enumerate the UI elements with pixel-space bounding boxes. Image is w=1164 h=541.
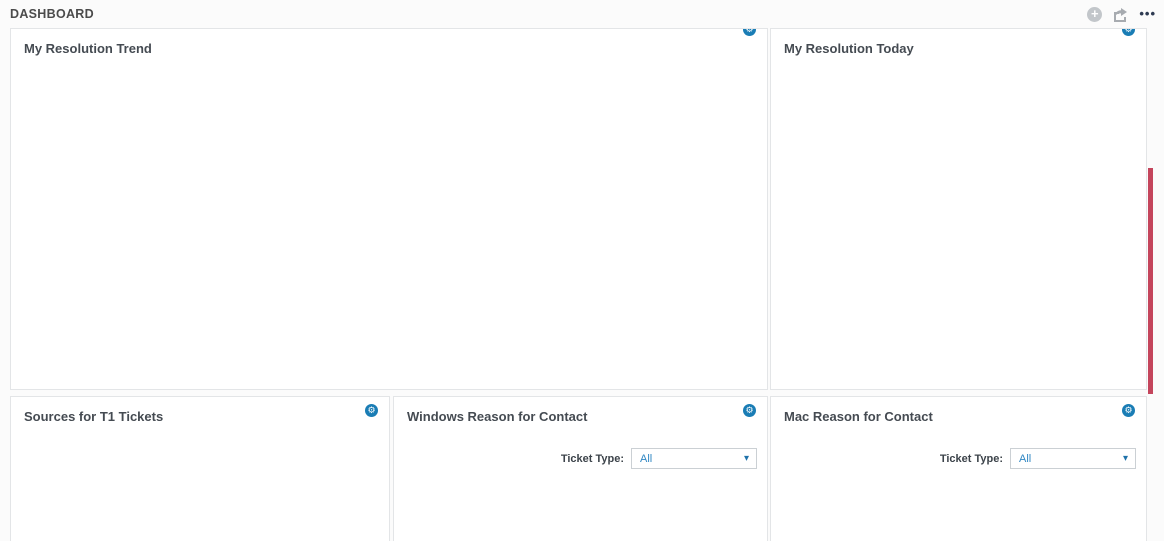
ticket-type-value: All — [640, 452, 653, 465]
widget-title: My Resolution Trend — [24, 41, 152, 56]
dashboard-header: DASHBOARD + ••• — [0, 0, 1164, 28]
ticket-type-label: Ticket Type: — [560, 452, 624, 465]
widget-title: Sources for T1 Tickets — [24, 409, 164, 424]
ticket-type-filter: Ticket Type: All ▾ — [940, 448, 1136, 469]
gear-icon[interactable]: ⚙ — [365, 404, 378, 417]
red-bar-fragment — [1148, 168, 1153, 394]
widget-title: Windows Reason for Contact — [407, 409, 588, 424]
gear-icon[interactable]: ⚙ — [743, 29, 756, 36]
gear-icon[interactable]: ⚙ — [1122, 404, 1135, 417]
page-title: DASHBOARD — [10, 7, 94, 21]
ticket-type-select[interactable]: All ▾ — [1010, 448, 1136, 469]
widget-title: Mac Reason for Contact — [784, 409, 933, 424]
ticket-type-value: All — [1019, 452, 1032, 465]
widget-my-resolution-today: My Resolution Today ⚙ — [770, 28, 1147, 390]
gear-icon[interactable]: ⚙ — [743, 404, 756, 417]
add-icon[interactable]: + — [1087, 6, 1103, 22]
ticket-type-filter: Ticket Type: All ▾ — [561, 448, 757, 469]
header-actions: + ••• — [1087, 0, 1156, 28]
widget-title: My Resolution Today — [784, 41, 914, 56]
share-icon[interactable] — [1112, 7, 1129, 22]
more-options-icon[interactable]: ••• — [1139, 6, 1156, 21]
ticket-type-label: Ticket Type: — [939, 452, 1003, 465]
caret-down-icon: ▾ — [743, 453, 749, 464]
widget-my-resolution-trend: My Resolution Trend ⚙ — [10, 28, 768, 390]
gear-icon[interactable]: ⚙ — [1122, 29, 1135, 36]
widget-sources-for-t1-tickets: Sources for T1 Tickets ⚙ — [10, 396, 390, 541]
ticket-type-select[interactable]: All ▾ — [631, 448, 757, 469]
caret-down-icon: ▾ — [1122, 453, 1128, 464]
widget-mac-reason-for-contact: Mac Reason for Contact ⚙ Ticket Type: Al… — [770, 396, 1147, 541]
widget-windows-reason-for-contact: Windows Reason for Contact ⚙ Ticket Type… — [393, 396, 768, 541]
